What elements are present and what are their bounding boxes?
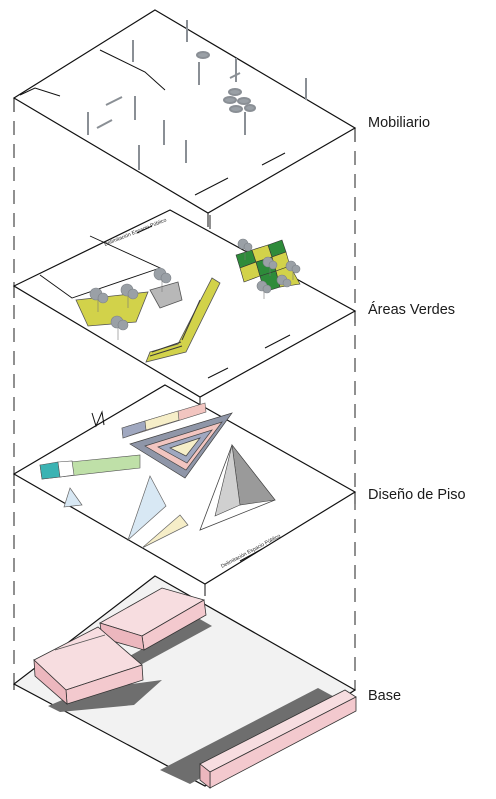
- mobiliario-plane: [12, 9, 357, 214]
- building-block-upper: [98, 587, 207, 651]
- label-mobiliario: Mobiliario: [368, 115, 430, 131]
- triangle-paving-pattern: [129, 412, 233, 479]
- dashed-guides: [13, 98, 356, 690]
- street-right: [160, 688, 340, 784]
- planter-diagonal: [145, 277, 221, 363]
- planter-gray: [149, 281, 183, 309]
- label-diseno-piso: Diseño de Piso: [368, 487, 466, 503]
- triangle-blue: [127, 475, 167, 542]
- public-space-boundary: [39, 235, 162, 299]
- label-base: Base: [368, 688, 401, 704]
- layer-diseno-piso: Delimitación Espacio Público Diseño de P…: [12, 384, 466, 596]
- label-areas-verdes: Áreas Verdes: [368, 301, 455, 318]
- building-shadow: [48, 680, 162, 712]
- triangle-yellow: [141, 514, 189, 549]
- layer-areas-verdes: Delimitación Espacio Público: [12, 209, 455, 409]
- areas-verdes-plane: [12, 209, 357, 398]
- layer-mobiliario: Mobiliario: [12, 9, 430, 227]
- building-block-right: [199, 689, 357, 789]
- layer-base: Base: [12, 575, 401, 789]
- tree-group-areas-verdes: [89, 238, 301, 340]
- building-block-left: [33, 626, 144, 705]
- furniture-elements: [87, 20, 307, 170]
